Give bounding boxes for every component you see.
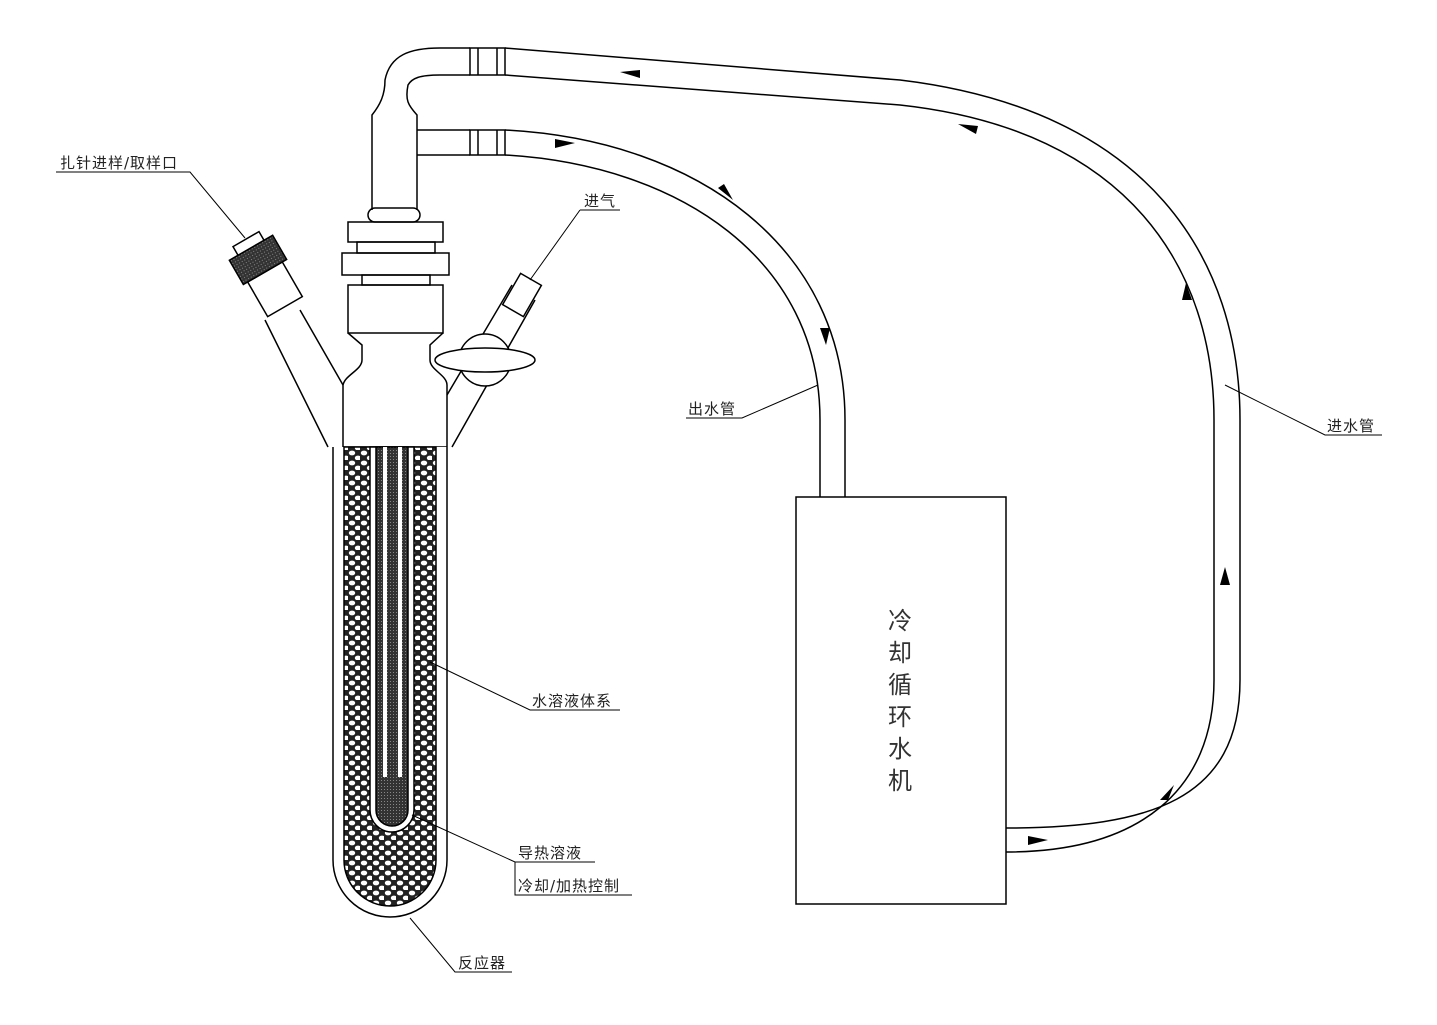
- label-cooling-heating-control: 冷却/加热控制: [518, 877, 621, 895]
- chiller-box: [795, 496, 1007, 905]
- label-outlet-hose: 出水管: [688, 400, 737, 418]
- label-chiller: 冷却循环水机: [888, 607, 912, 795]
- inlet-hose: [504, 47, 1241, 853]
- label-heat-transfer-solution: 导热溶液: [518, 844, 583, 862]
- label-inlet-hose: 进水管: [1327, 417, 1376, 435]
- label-reactor: 反应器: [458, 954, 507, 972]
- label-gas-inlet: 进气: [584, 192, 617, 210]
- label-aqueous-system: 水溶液体系: [532, 692, 613, 710]
- label-sampling-port: 扎针进样/取样口: [60, 154, 179, 172]
- flow-arrows: [555, 70, 1230, 845]
- outlet-hose: [504, 129, 846, 497]
